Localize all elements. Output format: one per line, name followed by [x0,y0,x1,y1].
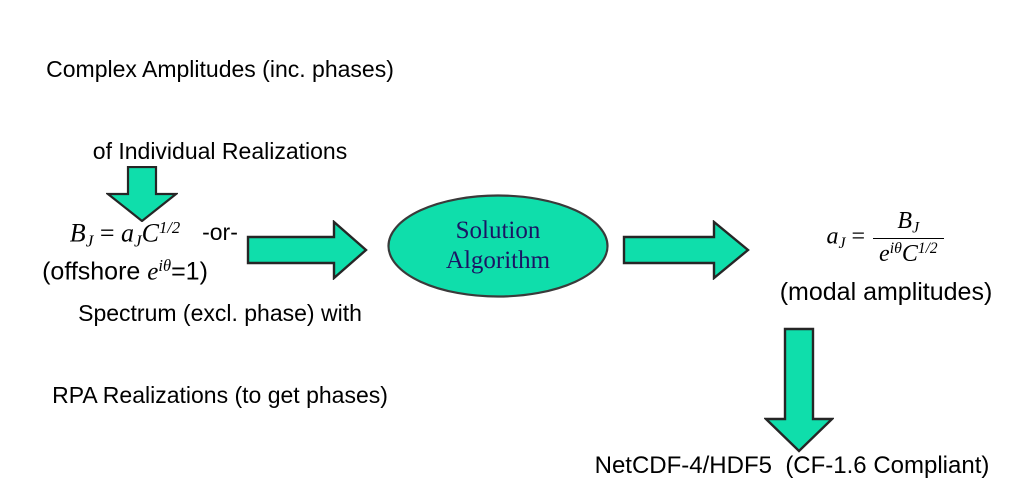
input-description-text: Complex Amplitudes (inc. phases) of Indi… [0,2,440,463]
left-eq-note-suffix: =1) [171,257,208,286]
arrow-down-output-to-file-icon [764,327,834,453]
right-eq-fraction: BJ eiθC1/2 [873,208,944,268]
output-format-label: NetCDF-4/HDF5 (CF-1.6 Compliant) [594,452,990,479]
right-eq-den-e: e [879,240,890,267]
left-eq-note-prefix: (offshore [42,257,148,286]
right-eq-numerator: BJ [873,208,944,239]
right-equation-note: (modal amplitudes) [779,278,993,306]
input-description-line-1: Complex Amplitudes (inc. phases) [46,56,394,83]
solution-algorithm-label-line-1: Solution [455,216,541,244]
right-eq-a: a [826,223,839,250]
right-eq-den-e-exponent: iθ [889,239,902,257]
arrow-down-input-to-equation-icon [106,166,178,222]
solution-algorithm-label: Solution Algorithm [387,194,609,298]
left-eq-C: C [141,218,159,248]
solution-algorithm-label-line-2: Algorithm [445,247,551,274]
input-description-line-2: of Individual Realizations [92,137,348,164]
right-eq-denominator: eiθC1/2 [873,239,944,269]
left-eq-note-e: e [147,258,159,286]
right-eq-den-C: C [901,240,918,267]
solution-algorithm-node[interactable]: Solution Algorithm [387,194,609,298]
left-eq-a: a [120,218,134,248]
right-eq-num-B: B [897,208,913,234]
left-equation: BJ = aJC1/2 [0,218,250,251]
left-eq-note-exponent: iθ [158,256,172,275]
left-eq-a-subscript: J [133,231,142,251]
right-eq-a-subscript: J [838,235,846,253]
right-eq-num-B-subscript: J [912,219,920,237]
input-description-line-5: RPA Realizations (to get phases) [52,381,388,408]
right-eq-den-C-exponent: 1/2 [917,239,938,257]
arrow-right-equation-to-solver-icon [246,220,368,280]
left-eq-C-exponent: 1/2 [158,218,181,237]
left-eq-B-subscript: J [85,231,94,251]
arrow-right-solver-to-output-icon [622,220,750,280]
right-equation: aJ = BJ eiθC1/2 [748,208,1024,268]
left-equation-note: (offshore eiθ=1) [0,256,250,286]
left-eq-B: B [69,218,86,248]
input-description-line-4: Spectrum (excl. phase) with [78,300,362,327]
left-eq-equals: = [99,218,115,248]
input-description-line-3: -or- [202,219,238,245]
right-eq-equals: = [851,223,866,250]
